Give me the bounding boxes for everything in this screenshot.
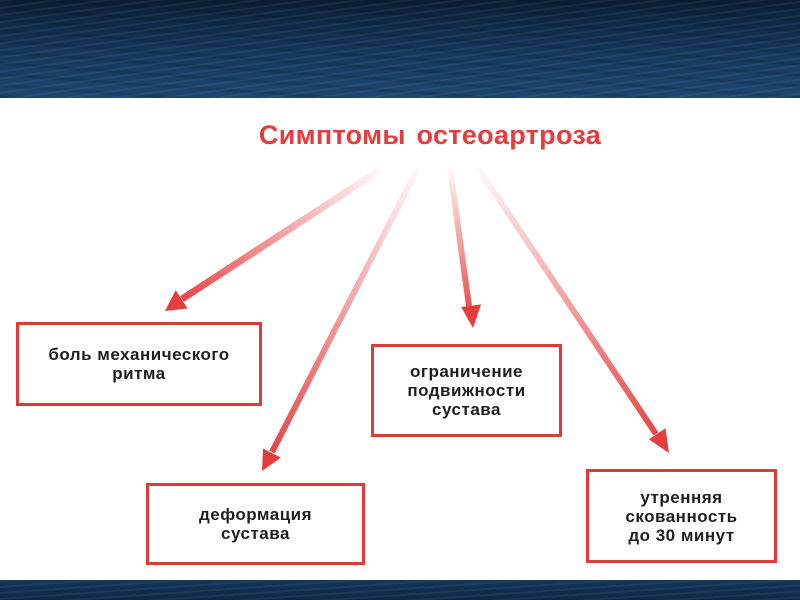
diagram-title: Симптомы остеоартроза <box>258 120 602 150</box>
arrow-to-stiffness <box>475 166 669 453</box>
symptom-label-mobility: ограничение подвижности сустава <box>407 362 526 419</box>
arrow-to-deformation <box>262 166 421 471</box>
symptom-box-stiffness: утренняя скованность до 30 минут <box>586 469 777 563</box>
symptom-label-deformation: деформация сустава <box>198 505 313 543</box>
symptom-label-stiffness: утренняя скованность до 30 минут <box>625 487 738 545</box>
symptom-box-pain: боль механического ритма <box>16 322 262 406</box>
top-decorative-band <box>0 0 800 98</box>
symptom-label-pain: боль механического ритма <box>48 345 230 383</box>
arrow-to-mobility <box>447 167 482 328</box>
symptom-box-deformation: деформация сустава <box>146 483 365 565</box>
symptom-box-mobility: ограничение подвижности сустава <box>371 344 562 437</box>
arrow-to-pain <box>165 167 382 311</box>
bottom-decorative-band <box>0 580 800 600</box>
